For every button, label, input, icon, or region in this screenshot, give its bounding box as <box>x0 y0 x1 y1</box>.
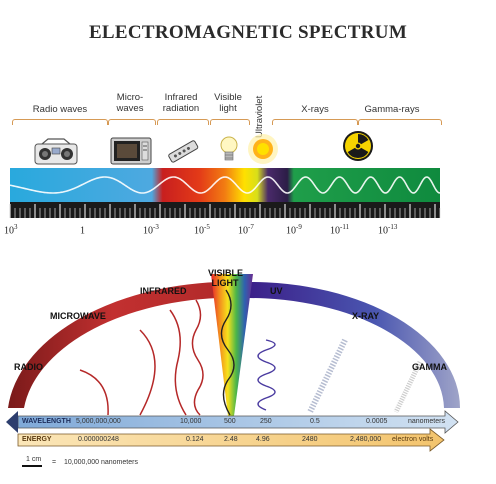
bracket-infrared <box>157 119 209 125</box>
energy-unit: electron volts <box>392 436 434 443</box>
bracket-radio <box>12 119 108 125</box>
wavelength-value-gamma: 0.0005 <box>366 418 388 425</box>
bracket-gamma <box>358 119 442 125</box>
wavelength-value-uv: 250 <box>260 418 272 425</box>
radio-icon <box>34 138 78 165</box>
band-label-radio: Radio waves <box>32 104 88 115</box>
arc-diagram <box>6 274 460 467</box>
arc-label-gamma: GAMMA <box>412 362 447 372</box>
spectrum-band <box>9 168 441 218</box>
page-title: ELECTROMAGNETIC SPECTRUM <box>88 22 408 43</box>
band-label-microwaves: Micro- waves <box>116 92 144 114</box>
scale-legend-text: 10,000,000 nanometers <box>64 459 138 466</box>
scale-legend-equals: = <box>52 459 57 466</box>
scale-label-1e-7: 10-7 <box>238 223 254 237</box>
band-label-xrays: X-rays <box>301 104 329 115</box>
scale-label-1e-3: 10-3 <box>143 223 159 237</box>
wavelength-value-xray: 0.5 <box>310 418 320 425</box>
arc-label-radio: RADIO <box>14 362 43 372</box>
bracket-xrays <box>272 119 358 125</box>
scale-label-1e-5: 10-5 <box>194 223 210 237</box>
radiation-icon <box>343 131 373 161</box>
remote-control-icon <box>168 140 199 163</box>
arc-label-visible: VISIBLE LIGHT <box>208 268 244 288</box>
band-label-infrared: Infrared radiation <box>162 92 200 114</box>
bracket-microwaves <box>108 119 156 125</box>
scale-label-1e3: 103 <box>4 223 18 237</box>
scale-legend-bar-label: 1 cm <box>26 456 42 463</box>
wavelength-value-visible: 500 <box>224 418 236 425</box>
wavelength-value-infrared: 10,000 <box>180 418 202 425</box>
light-bulb-icon <box>220 136 238 161</box>
energy-value-visible: 2.48 <box>224 436 238 443</box>
arc-label-uv: UV <box>270 286 283 296</box>
band-label-gamma: Gamma-rays <box>364 104 420 115</box>
scale-label-1e-9: 10-9 <box>286 223 302 237</box>
wavelength-label: WAVELENGTH <box>22 418 71 425</box>
bracket-visible <box>210 119 250 125</box>
microwave-oven-icon <box>110 137 152 165</box>
wavelength-unit: nanometers <box>408 418 445 425</box>
wavelength-value-radio: 5,000,000,000 <box>76 418 121 425</box>
energy-value-xray: 2480 <box>302 436 318 443</box>
arc-label-infrared: INFRARED <box>140 286 187 296</box>
scale-label-1: 1 <box>80 225 85 237</box>
scale-label-1e-11: 10-11 <box>330 223 350 237</box>
arc-label-xray: X-RAY <box>352 311 380 321</box>
energy-value-radio: 0.000000248 <box>78 436 119 443</box>
scale-label-1e-13: 10-13 <box>378 223 398 237</box>
energy-label: ENERGY <box>22 436 52 443</box>
energy-value-infrared: 0.124 <box>186 436 204 443</box>
band-label-visible: Visible light <box>214 92 242 114</box>
energy-value-uv: 4.96 <box>256 436 270 443</box>
arc-label-microwave: MICROWAVE <box>50 311 106 321</box>
energy-value-gamma: 2,480,000 <box>350 436 382 443</box>
sun-icon <box>248 134 278 164</box>
